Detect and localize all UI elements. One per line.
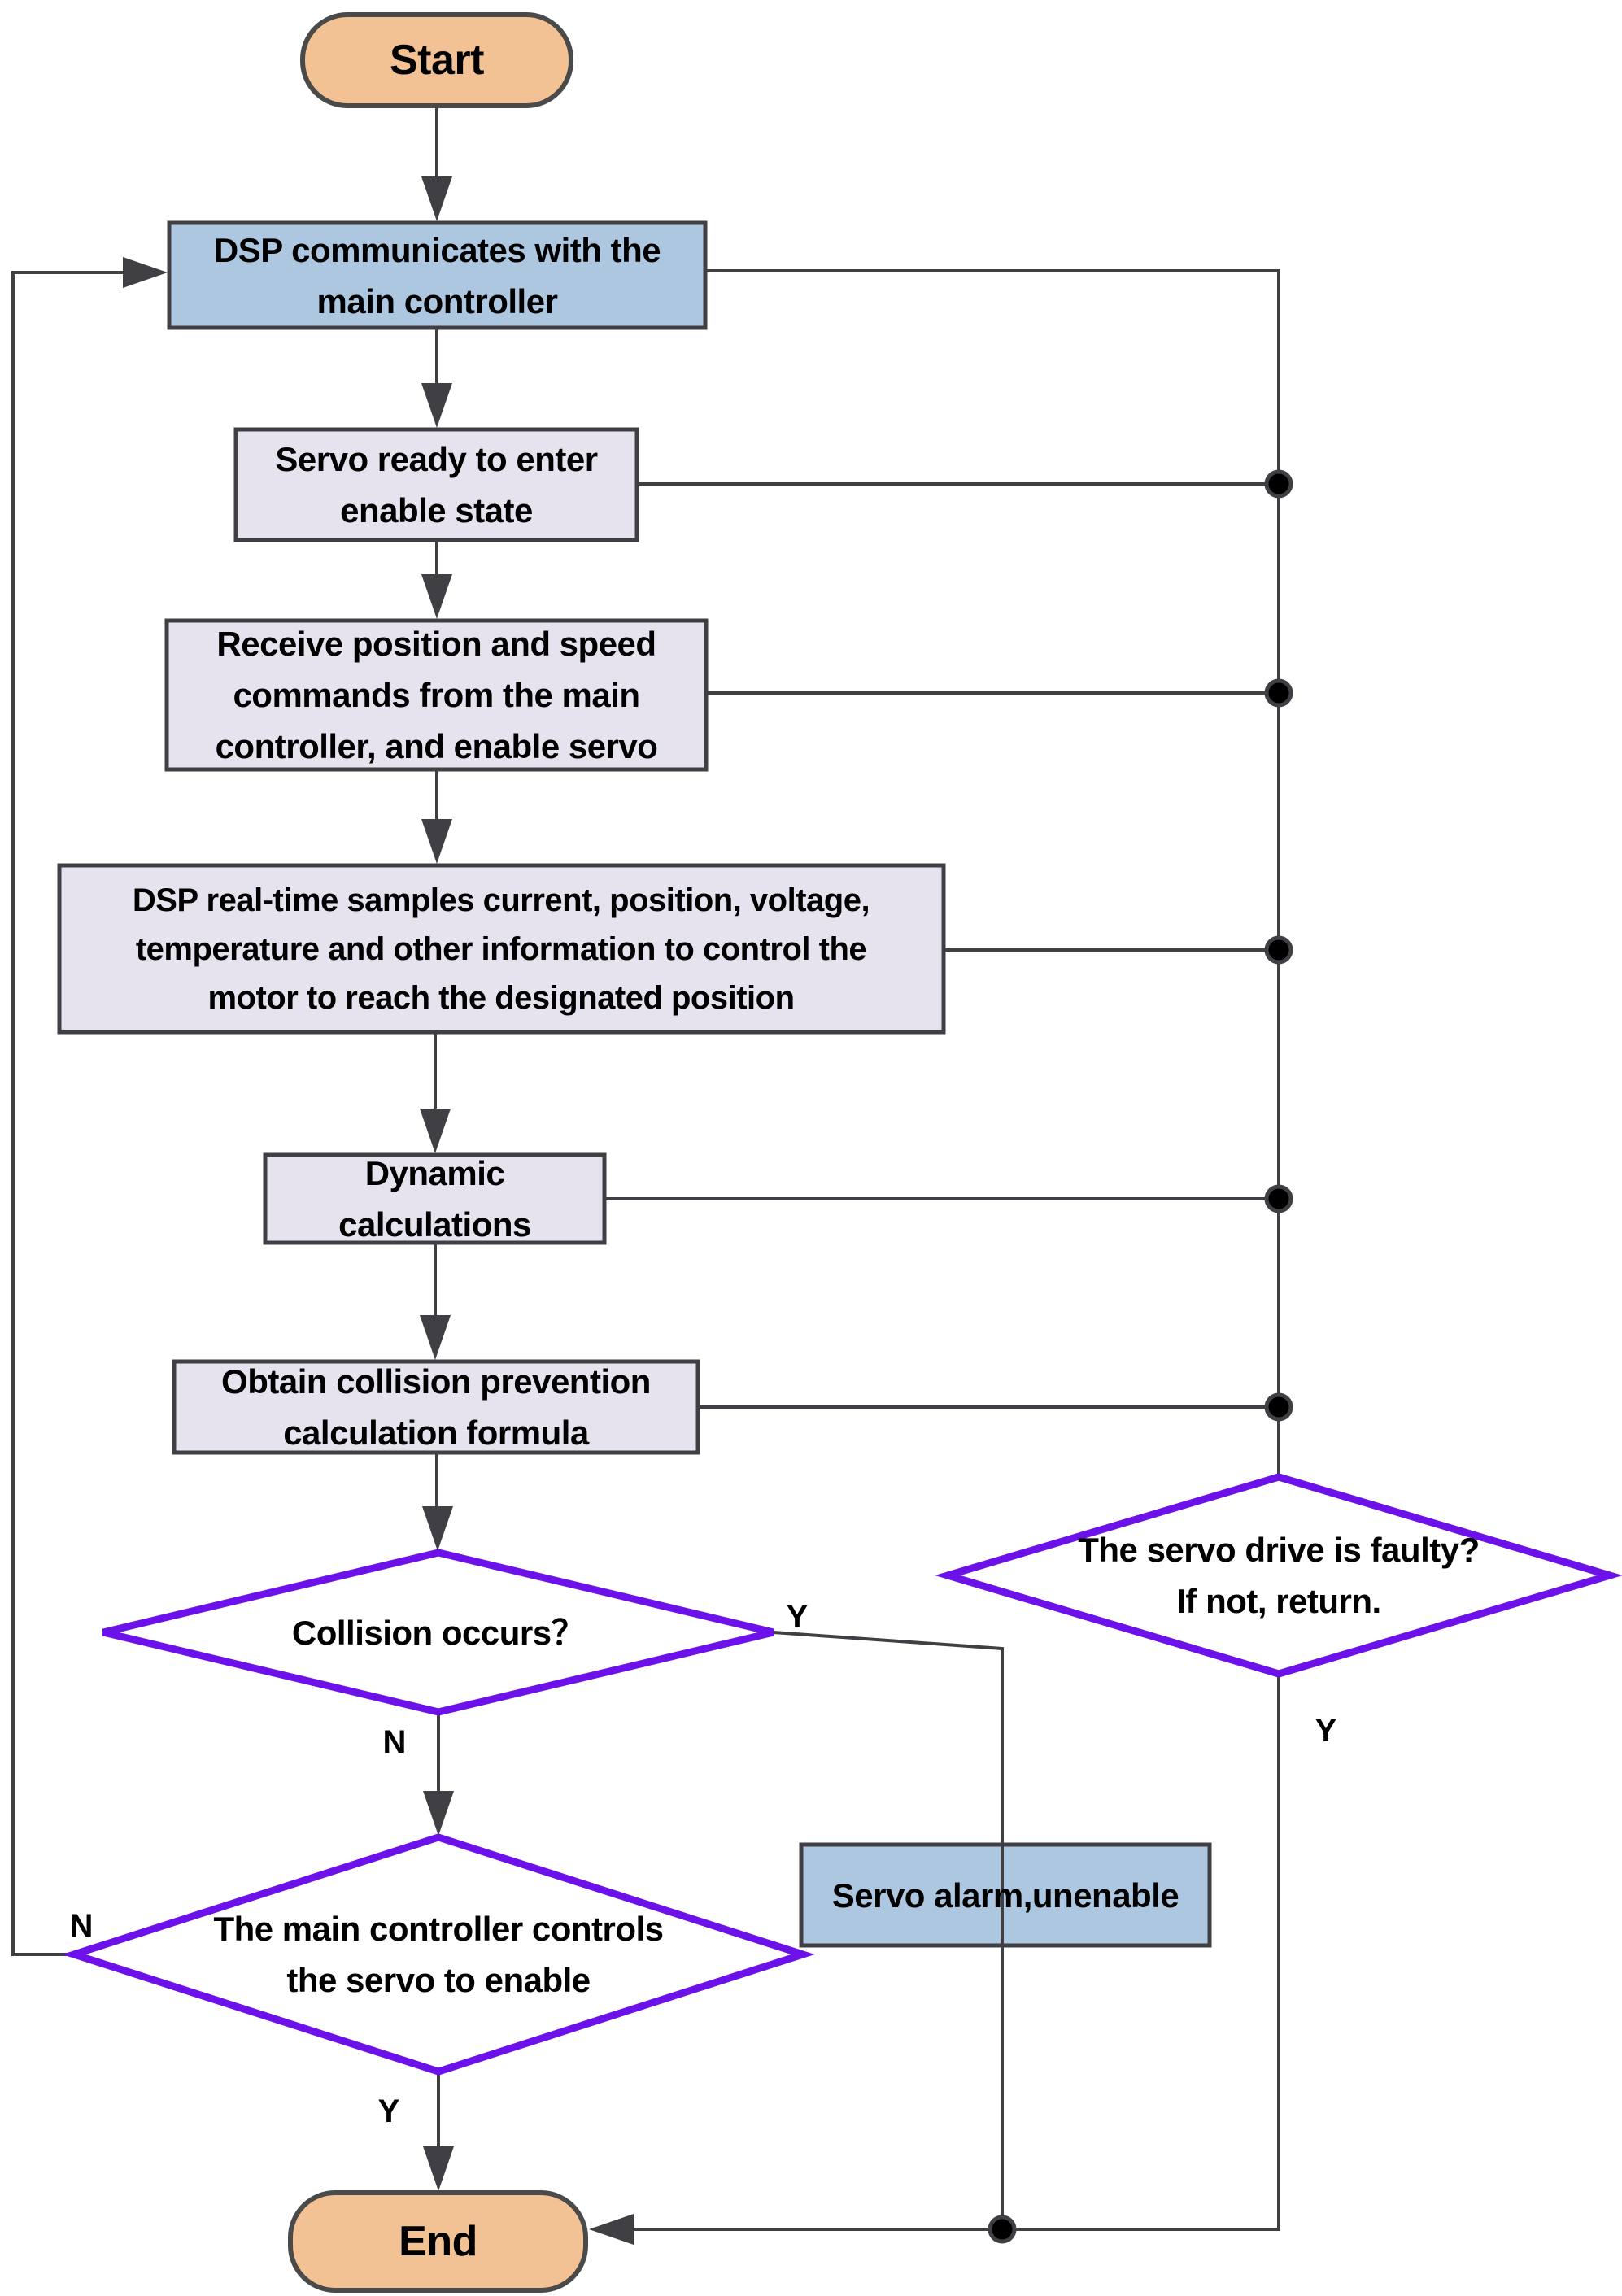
junction-dot-receive (1264, 678, 1293, 708)
arrowheads (123, 176, 634, 2245)
edge-right-rail (705, 269, 1280, 1475)
servo-faulty-diamond-shape (935, 1473, 1622, 1678)
arrowhead-into-receive-box (421, 574, 452, 619)
junction-dots (988, 469, 1293, 2244)
arrowhead-into-end-from-enable (423, 2146, 454, 2191)
junction-dot-samples (1264, 935, 1293, 965)
arrowhead-into-end-from-rail (589, 2214, 634, 2245)
junction-dot-obtain (1264, 1392, 1293, 1422)
arrowhead-into-dynamic-box (420, 1109, 451, 1153)
arrowhead-into-samples-box (421, 819, 452, 864)
junction-dot-ready (1264, 469, 1293, 499)
arrowhead-into-ready-box (421, 383, 452, 428)
junction-dot-bottom (988, 2215, 1017, 2244)
flow-lines (11, 106, 1280, 2231)
dsp-communicates-box-shape (167, 220, 708, 330)
arrowhead-feedback-into-dsp-box (123, 257, 168, 288)
dsp-samples-box-shape (57, 863, 946, 1035)
arrowhead-into-obtain-box (420, 1315, 451, 1360)
main-controller-enable-diamond-shape (62, 1833, 815, 2076)
edge-enable-no-feedback (11, 271, 124, 1956)
edge-faulty-yes-to-end (634, 1674, 1280, 2231)
servo-ready-box-shape (233, 427, 639, 542)
receive-commands-box-shape (164, 618, 709, 772)
junction-dot-dynamic (1264, 1184, 1293, 1213)
obtain-formula-box-shape (172, 1359, 700, 1455)
dynamic-calculations-box-shape (263, 1152, 607, 1245)
edge-collision-yes (773, 1631, 1004, 2229)
arrowhead-into-enable-diamond (423, 1791, 454, 1836)
start-terminal-shape (300, 12, 573, 108)
arrowhead-into-dsp-box (421, 176, 452, 221)
collision-occurs-diamond-shape (102, 1549, 775, 1716)
servo-alarm-box-shape (799, 1842, 1212, 1948)
arrowhead-into-collision-diamond (422, 1506, 453, 1551)
end-terminal-shape (288, 2190, 588, 2293)
